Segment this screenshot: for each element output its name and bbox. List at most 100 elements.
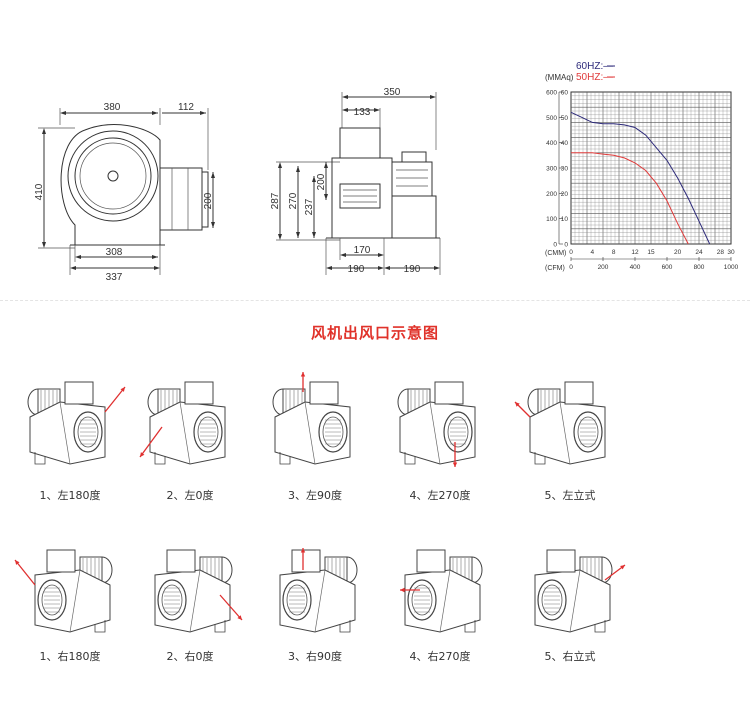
y-right-tick: 60 <box>561 90 569 97</box>
dim-base-a: 170 <box>354 245 371 256</box>
airflow-arrowhead <box>237 615 242 620</box>
fan-illustration <box>397 381 476 467</box>
housing-edge <box>59 401 71 465</box>
outlet <box>309 381 339 405</box>
outlet <box>416 549 446 573</box>
dim-top-offset: 133 <box>354 107 371 118</box>
fan-body <box>34 549 113 633</box>
outlet <box>64 381 94 405</box>
x-cmm-tick: 12 <box>631 249 639 256</box>
legend-60hz: 60HZ:— <box>576 61 613 72</box>
y-left-tick: 200 <box>546 191 557 198</box>
y-left-tick: 300 <box>546 166 557 173</box>
dim-h1: 287 <box>270 192 281 209</box>
housing-edge <box>439 569 451 633</box>
fan-body <box>404 549 483 633</box>
x-cfm-label: (CFM) <box>545 265 565 272</box>
fan-body <box>147 381 226 465</box>
airflow-arrow <box>139 426 163 458</box>
base-leg <box>594 620 606 633</box>
x-cfm-tick: 200 <box>598 264 609 271</box>
fan-body <box>534 549 613 633</box>
airflow-arrowhead <box>620 565 625 570</box>
dim-width: 380 <box>104 102 121 113</box>
dim-h4: 200 <box>316 173 327 190</box>
x-cmm-tick: 30 <box>727 249 735 256</box>
housing-edge <box>304 401 316 465</box>
airflow-arrowhead <box>15 560 20 565</box>
base-leg <box>404 452 416 465</box>
dim-outlet-length: 112 <box>178 102 194 113</box>
outlet <box>564 381 594 405</box>
airflow-arrowhead <box>120 387 125 392</box>
technical-drawing: 380 112 410 200 308 <box>34 87 441 283</box>
housing-edge <box>179 401 191 465</box>
orientation-caption: 2、右0度 <box>166 650 214 663</box>
base-leg <box>34 452 46 465</box>
y-left-tick: 100 <box>546 216 557 223</box>
x-cfm-tick: 600 <box>662 264 673 271</box>
orientation-caption: 3、右90度 <box>288 650 342 663</box>
y-right-tick: 10 <box>561 216 569 223</box>
orientation-caption: 3、左90度 <box>288 489 342 502</box>
dim-base-b: 190 <box>348 264 365 275</box>
y-left-tick: 600 <box>546 90 557 97</box>
airflow-arrow <box>104 386 126 413</box>
airflow-arrow <box>219 594 243 621</box>
fan-body <box>272 381 351 465</box>
base-leg <box>464 620 476 633</box>
airflow-arrow <box>14 559 36 586</box>
y-left-tick: 400 <box>546 140 557 147</box>
chart-grid <box>570 65 732 245</box>
base-leg <box>534 452 546 465</box>
fan-body <box>279 549 358 633</box>
x-cmm-tick: 24 <box>695 249 703 256</box>
housing-edge <box>559 401 571 465</box>
x-cmm-tick: 8 <box>612 249 616 256</box>
fan-illustration <box>14 549 113 633</box>
x-cfm-tick: 400 <box>630 264 641 271</box>
section-divider <box>0 300 750 301</box>
legend-50hz: 50HZ:— <box>576 72 613 83</box>
dim-h2: 270 <box>288 192 299 209</box>
housing-edge <box>314 569 326 633</box>
housing-edge <box>429 401 441 465</box>
housing-edge <box>69 569 81 633</box>
chart-legend: 60HZ:— (MMAq) 50HZ:— <box>545 61 613 83</box>
outlet <box>546 549 576 573</box>
y-right-tick: 0 <box>564 242 568 249</box>
series-line-0 <box>570 111 711 245</box>
base-leg <box>214 620 226 633</box>
housing-edge <box>569 569 581 633</box>
fan-illustration <box>27 381 126 465</box>
orientation-caption: 1、右180度 <box>39 650 101 663</box>
base-leg <box>94 620 106 633</box>
y-right-tick: 40 <box>561 140 569 147</box>
outlet <box>166 549 196 573</box>
x-cfm-tick: 0 <box>569 264 573 271</box>
performance-chart: 60HZ:— (MMAq) 50HZ:— 0100200300400500600… <box>545 61 739 272</box>
x-cfm-tick: 800 <box>694 264 705 271</box>
dim-depth: 350 <box>384 87 401 98</box>
x-cmm-tick: 20 <box>674 249 682 256</box>
fan-illustration <box>279 548 358 633</box>
x-cfm-tick: 1000 <box>724 264 739 271</box>
housing-edge <box>189 569 201 633</box>
x-cmm-tick: 28 <box>717 249 725 256</box>
y-left-tick: 500 <box>546 115 557 122</box>
chart-series <box>570 111 711 245</box>
x-cmm-tick: 0 <box>569 249 573 256</box>
orientation-caption: 2、左0度 <box>166 489 214 502</box>
dim-base-c: 190 <box>404 264 421 275</box>
dim-base-inner: 308 <box>106 247 123 258</box>
fan-body <box>397 381 476 465</box>
outlet-diagram-title: 风机出风口示意图 <box>310 324 439 342</box>
x-cmm-tick: 15 <box>647 249 655 256</box>
base-leg <box>279 452 291 465</box>
fan-illustration <box>272 372 351 465</box>
airflow-arrowhead <box>400 587 405 593</box>
orientation-caption: 1、左180度 <box>39 489 101 502</box>
fan-illustration <box>154 549 243 633</box>
airflow-arrowhead <box>300 372 306 377</box>
